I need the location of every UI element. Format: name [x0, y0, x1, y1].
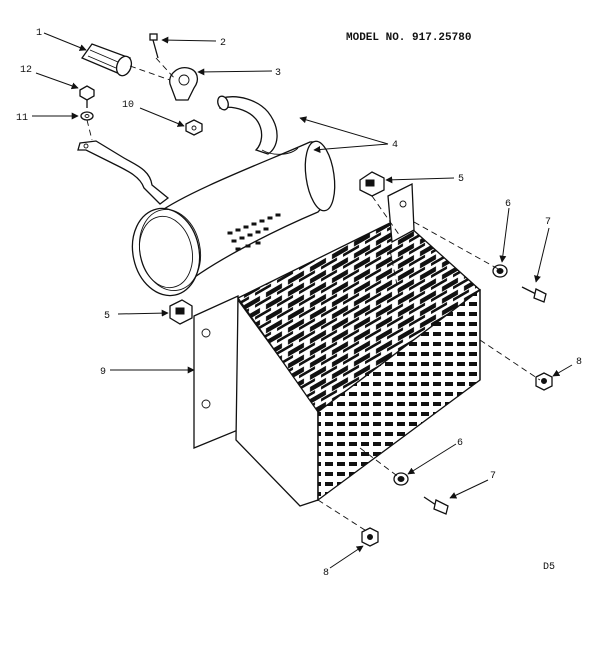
washer-part-6-lower: [393, 472, 409, 486]
screw-part-2: [149, 33, 159, 59]
callout-8-bottom: 8: [323, 568, 329, 579]
callout-5-upper: 5: [458, 174, 464, 185]
callout-2: 2: [220, 38, 226, 49]
callout-8-right: 8: [576, 357, 582, 368]
bolt-part-7-upper: [521, 286, 547, 303]
assembly-lines: [86, 57, 541, 533]
callout-leaders: [32, 32, 573, 569]
callout-7-upper: 7: [545, 217, 551, 228]
muffler-body: [77, 95, 336, 297]
callout-5-lower: 5: [104, 311, 110, 322]
clamp-part-3: [169, 67, 199, 101]
sheet-code: D5: [543, 562, 555, 573]
bolt-part-7-lower: [423, 496, 449, 515]
muffler-perforations: [227, 213, 281, 251]
clip-part-5-lower: [169, 299, 193, 325]
callout-6-upper: 6: [505, 199, 511, 210]
callout-1: 1: [36, 28, 42, 39]
callout-9: 9: [100, 367, 106, 378]
lock-washer-part-11: [80, 111, 94, 121]
nut-part-8-right: [535, 372, 553, 391]
model-number-title: MODEL NO. 917.25780: [346, 32, 471, 44]
tube-adapter: [80, 43, 133, 77]
callout-numbers: 1 2 3 4 5 5 6 6 7 7 8 8 9 10 11 12: [16, 28, 582, 579]
callout-11: 11: [16, 113, 28, 124]
callout-10: 10: [122, 100, 134, 111]
nut-part-8-bottom: [361, 527, 379, 547]
clip-part-5-upper: [359, 171, 385, 197]
bolt-part-12: [79, 85, 95, 108]
callout-4: 4: [392, 140, 398, 151]
callout-12: 12: [20, 65, 32, 76]
heat-shield: [193, 182, 482, 507]
callout-7-lower: 7: [490, 471, 496, 482]
callout-3: 3: [275, 68, 281, 79]
nut-part-10: [185, 119, 203, 136]
callout-6-lower: 6: [457, 438, 463, 449]
